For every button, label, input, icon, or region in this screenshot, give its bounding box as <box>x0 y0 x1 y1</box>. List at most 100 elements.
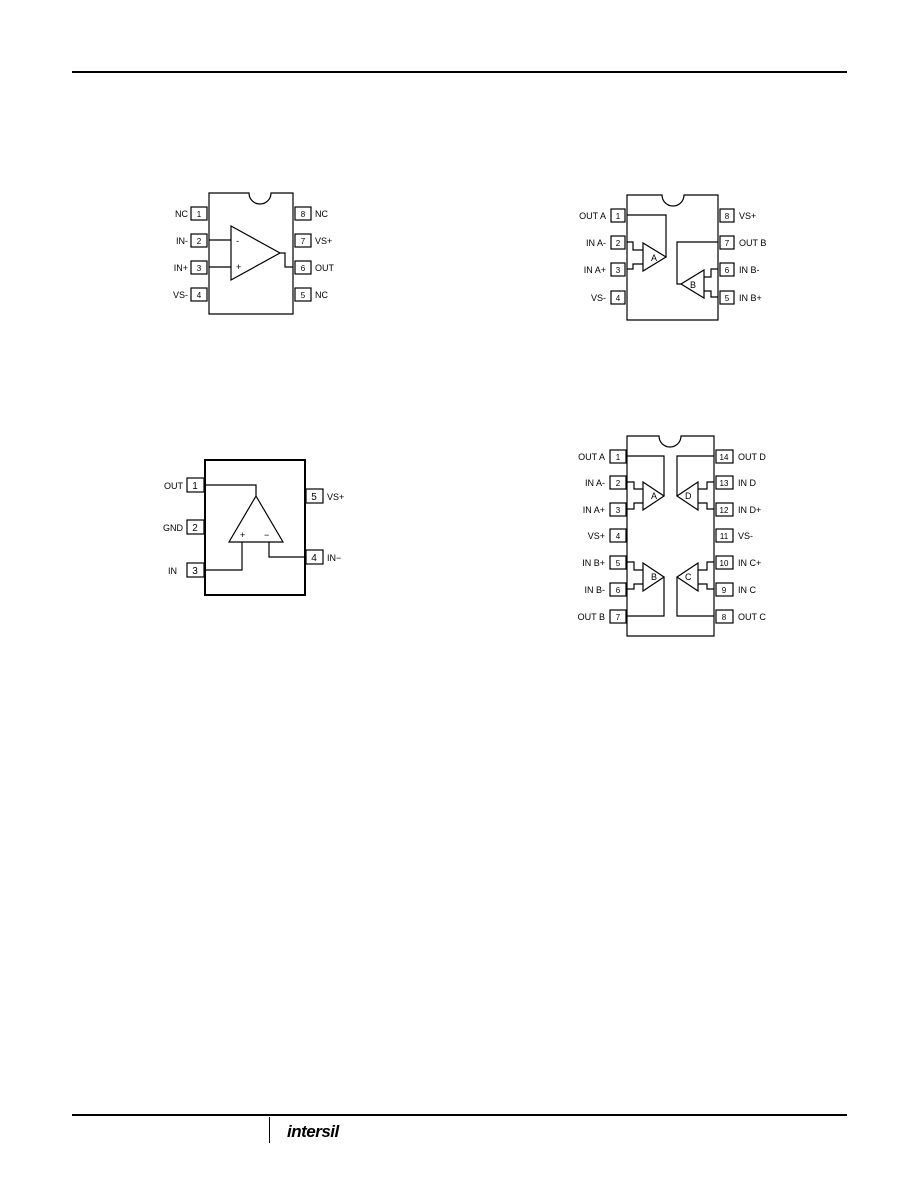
pin-box <box>715 449 734 464</box>
pin-box <box>609 528 627 543</box>
wire <box>627 583 643 590</box>
pin-number: 2 <box>616 239 621 248</box>
pin-label: IN- <box>176 236 188 246</box>
pin-number: 12 <box>720 506 729 515</box>
pin-number: 7 <box>725 239 730 248</box>
pin-box <box>719 290 735 305</box>
pin-number: 4 <box>311 553 317 564</box>
footer-divider <box>269 1117 270 1143</box>
opamp-a-label: A <box>651 253 657 263</box>
pin-box <box>305 488 324 504</box>
pin-number: 3 <box>616 266 621 275</box>
pin-box <box>715 555 734 570</box>
wire <box>627 502 643 510</box>
pin-box <box>715 582 734 597</box>
pin-number: 1 <box>616 212 621 221</box>
pin-box <box>715 502 734 517</box>
wire <box>676 455 714 496</box>
pin-box <box>719 262 735 277</box>
pin-box <box>609 449 627 464</box>
pin-label: OUT C <box>738 612 766 622</box>
pin-label: VS- <box>738 531 753 541</box>
pin-box <box>190 260 208 275</box>
wire <box>676 577 714 617</box>
pin-box <box>305 549 324 565</box>
pin-number: 8 <box>725 212 730 221</box>
pin-label: IN A- <box>585 478 605 488</box>
pin-box <box>610 208 626 223</box>
wire <box>627 214 667 257</box>
pin-box <box>715 528 734 543</box>
pin-number: 14 <box>720 453 729 462</box>
pin-box <box>609 555 627 570</box>
diagram-single-opamp-5pin: + − 1 2 3 5 4 OUT GND IN VS+ IN− <box>163 459 344 596</box>
pin-box <box>715 475 734 490</box>
pin-box <box>186 562 205 578</box>
pin-label: NC <box>315 290 328 300</box>
opamp-a-triangle <box>642 241 668 273</box>
pin-number: 5 <box>301 291 306 300</box>
pin-number: 4 <box>616 532 621 541</box>
pin-number: 5 <box>311 492 317 503</box>
pin-label: IN− <box>327 553 341 563</box>
pin-number: 5 <box>725 294 730 303</box>
pin-label: NC <box>315 209 328 219</box>
wire <box>698 561 714 571</box>
opamp-plus: + <box>240 530 245 540</box>
pin-label: OUT <box>164 481 184 491</box>
pin-box <box>719 235 735 250</box>
pin-number: 13 <box>720 479 729 488</box>
ic-body <box>626 435 715 637</box>
wire <box>704 290 718 298</box>
pin-label: OUT B <box>739 238 766 248</box>
pin-label: IN <box>168 566 177 576</box>
pin-label: IN A+ <box>584 265 606 275</box>
pin-box <box>190 233 208 248</box>
pin-number: 6 <box>301 264 306 273</box>
pin-label: IN B- <box>739 265 760 275</box>
wire <box>280 252 293 268</box>
pin-number: 2 <box>192 523 198 534</box>
opamp-b-label: B <box>690 280 696 290</box>
opamp-plus: + <box>236 262 241 272</box>
pin-label: IN A+ <box>583 505 605 515</box>
wire <box>205 484 257 496</box>
opamp-triangle <box>227 494 285 543</box>
pin-box <box>609 475 627 490</box>
diagram-quad-opamp-14pin: A D B C 1 2 3 4 5 6 7 14 13 12 11 10 9 8 <box>578 435 766 637</box>
pin-box <box>186 519 205 535</box>
opamp-a-label: A <box>651 491 657 501</box>
pin-number: 1 <box>616 453 621 462</box>
pin-number: 10 <box>720 559 729 568</box>
pin-label: IN D <box>738 478 757 488</box>
pin-number: 7 <box>616 613 621 622</box>
pin-box <box>294 287 312 302</box>
wire <box>268 542 305 558</box>
pin-label: OUT <box>315 263 335 273</box>
opamp-b-label: B <box>651 572 657 582</box>
pin-box <box>294 260 312 275</box>
pin-label: IN+ <box>174 263 188 273</box>
pin-label: IN D+ <box>738 505 761 515</box>
pin-label: OUT A <box>579 211 606 221</box>
pin-box <box>715 609 734 624</box>
pin-number: 6 <box>725 266 730 275</box>
pin-number: 3 <box>616 506 621 515</box>
ic-body <box>204 459 306 596</box>
pin-number: 2 <box>197 237 202 246</box>
pin-number: 3 <box>192 566 198 577</box>
pin-box <box>186 477 205 493</box>
pin-number: 4 <box>616 294 621 303</box>
pin-box <box>294 233 312 248</box>
opamp-triangle <box>230 224 282 282</box>
wire <box>676 241 718 285</box>
pin-label: VS- <box>173 290 188 300</box>
pin-box <box>610 262 626 277</box>
opamp-a-triangle <box>642 480 666 512</box>
wire <box>627 561 643 571</box>
pin-label: GND <box>163 523 184 533</box>
opamp-c-triangle <box>675 561 699 593</box>
footer-rule <box>72 1114 847 1116</box>
pin-label: VS- <box>591 293 606 303</box>
pin-number: 5 <box>616 559 621 568</box>
